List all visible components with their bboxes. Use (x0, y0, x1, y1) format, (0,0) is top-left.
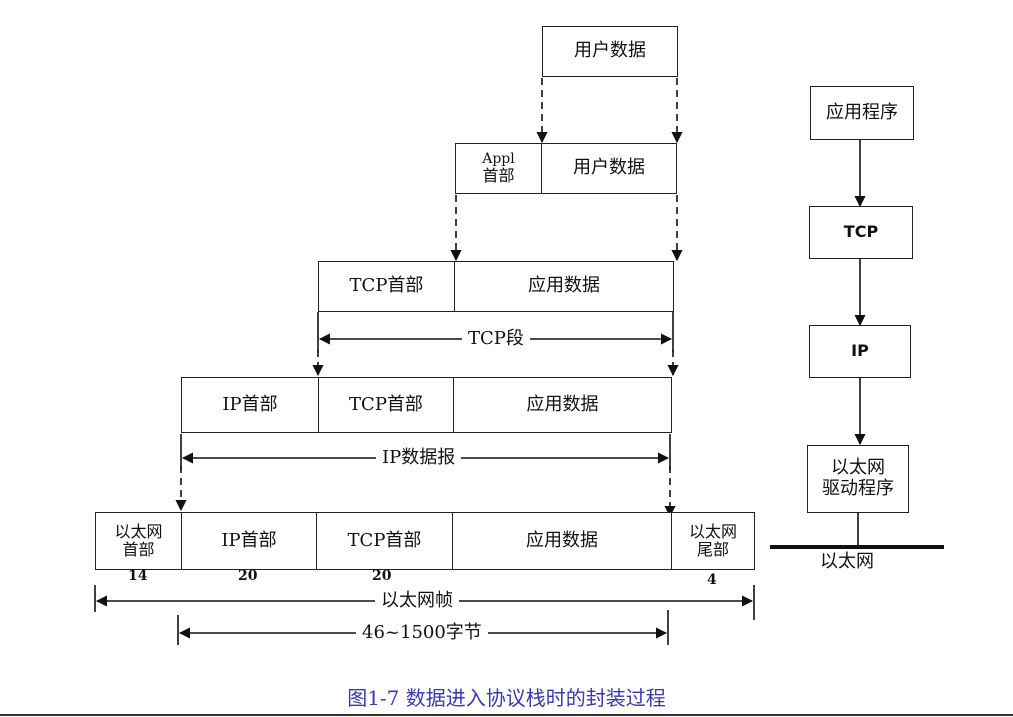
ethernet-frame-label: 以太网帧 (375, 591, 459, 611)
size-ip-header: 20 (238, 568, 258, 584)
figure-caption: 图1-7 数据进入协议栈时的封装过程 (347, 686, 666, 710)
user-data-box: 用户数据 (542, 26, 678, 77)
eth-header-cell: 以太网 首部 (114, 522, 163, 559)
payload-size-label: 46~1500字节 (356, 623, 488, 643)
stack-network-label: 以太网 (820, 551, 874, 572)
appl-user-data-cell: 用户数据 (541, 144, 676, 193)
tcp-app-data-cell: 应用数据 (454, 262, 673, 311)
ip-header-cell: IP首部 (222, 393, 278, 415)
user-data-label: 用户数据 (574, 40, 646, 62)
stack-tcp-box: TCP (809, 206, 913, 259)
eth-app-data-cell: 应用数据 (452, 513, 671, 569)
stack-app-box: 应用程序 (810, 86, 914, 140)
stack-ip-box: IP (809, 325, 911, 378)
tcp-header-cell: TCP首部 (349, 275, 424, 297)
tcp-segment-box: TCP首部 应用数据 (318, 261, 674, 312)
ip-datagram-box: IP首部 TCP首部 应用数据 (181, 377, 672, 433)
appl-header-cell: Appl 首部 (482, 150, 515, 186)
bottom-rule (0, 714, 1013, 716)
size-tcp-header: 20 (372, 568, 392, 584)
tcp-segment-label: TCP段 (462, 329, 530, 349)
ip-app-data-cell: 应用数据 (453, 378, 671, 432)
ip-tcp-header-cell: TCP首部 (318, 378, 453, 432)
stack-driver-box: 以太网 驱动程序 (807, 445, 909, 513)
eth-tcp-header-cell: TCP首部 (316, 513, 452, 569)
appl-layer-box: Appl 首部 用户数据 (455, 143, 677, 194)
size-eth-trailer: 4 (707, 572, 717, 588)
eth-trailer-cell: 以太网 尾部 (671, 513, 754, 569)
ip-datagram-label: IP数据报 (376, 448, 462, 468)
eth-ip-header-cell: IP首部 (181, 513, 316, 569)
size-eth-header: 14 (128, 568, 148, 584)
ethernet-frame-box: 以太网 首部 IP首部 TCP首部 应用数据 以太网 尾部 (95, 512, 755, 570)
